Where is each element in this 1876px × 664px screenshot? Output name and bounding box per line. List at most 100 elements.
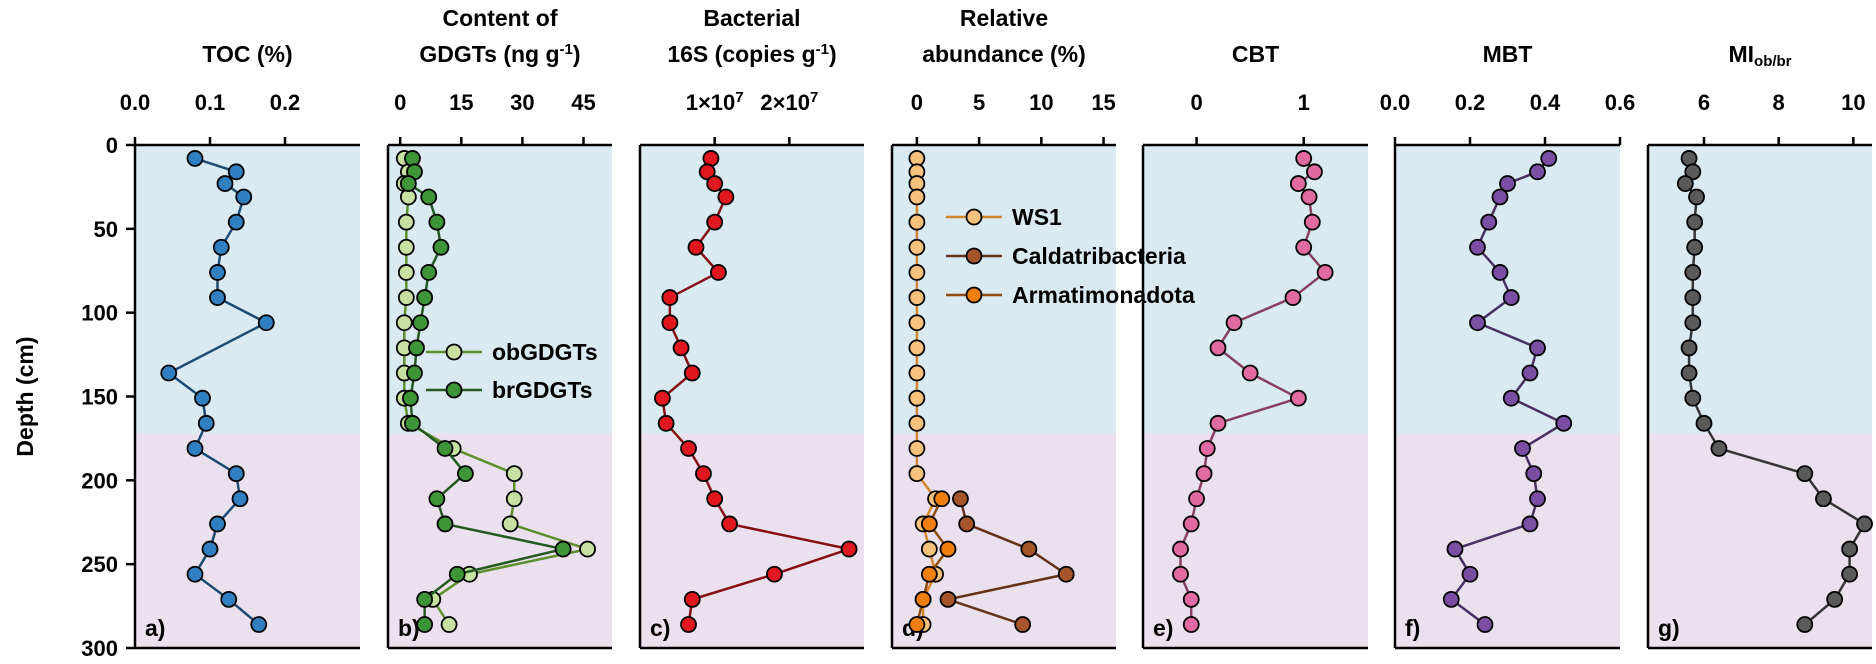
data-point bbox=[1529, 339, 1546, 357]
data-point bbox=[250, 616, 268, 633]
x-tick-label: 0.4 bbox=[1530, 90, 1561, 115]
data-point bbox=[397, 264, 415, 281]
x-tick-label: 15 bbox=[1091, 90, 1115, 115]
data-point bbox=[1684, 389, 1702, 407]
panel-letter: b) bbox=[398, 615, 420, 641]
data-point bbox=[1300, 188, 1318, 206]
data-point bbox=[1695, 414, 1713, 432]
data-point bbox=[1289, 389, 1307, 407]
data-point bbox=[420, 264, 438, 281]
data-point bbox=[1014, 616, 1032, 633]
data-point bbox=[212, 238, 230, 256]
data-point bbox=[1841, 540, 1858, 558]
data-point bbox=[908, 188, 926, 206]
data-point bbox=[1241, 364, 1259, 382]
data-point bbox=[1796, 616, 1814, 633]
data-point bbox=[1188, 490, 1205, 508]
data-point bbox=[1540, 150, 1558, 167]
depth-tick-label: 300 bbox=[81, 636, 118, 661]
data-point bbox=[1225, 314, 1243, 332]
data-point bbox=[397, 213, 415, 231]
depth-axis-label: Depth (cm) bbox=[12, 336, 38, 456]
upper-zone-band bbox=[1648, 145, 1872, 434]
data-point bbox=[160, 364, 178, 382]
data-point bbox=[1680, 364, 1698, 382]
data-point bbox=[1289, 175, 1307, 192]
data-point bbox=[661, 314, 679, 332]
data-point bbox=[908, 465, 926, 483]
data-point bbox=[1684, 289, 1702, 306]
data-point bbox=[1686, 213, 1704, 231]
x-tick-label: 0.2 bbox=[270, 90, 301, 115]
lower-zone-band bbox=[1648, 433, 1872, 648]
data-point bbox=[397, 238, 415, 256]
data-point bbox=[657, 414, 675, 432]
data-point bbox=[1182, 590, 1200, 608]
data-point bbox=[952, 490, 969, 508]
data-point bbox=[1195, 465, 1213, 483]
data-point bbox=[1476, 616, 1494, 633]
data-point bbox=[227, 465, 245, 483]
data-point bbox=[227, 213, 245, 231]
data-point bbox=[1306, 163, 1323, 181]
x-tick-label: 6 bbox=[1698, 90, 1710, 115]
panel-title-line2: 16S (copies g-1) bbox=[667, 41, 836, 68]
legend-item: WS1 bbox=[946, 204, 1062, 230]
data-point bbox=[698, 163, 716, 181]
data-point bbox=[908, 314, 926, 332]
data-point bbox=[1502, 289, 1520, 306]
x-tick-label: 5 bbox=[973, 90, 985, 115]
data-point bbox=[908, 440, 926, 457]
panel-letter: f) bbox=[1405, 615, 1420, 641]
data-point bbox=[416, 289, 434, 306]
data-point bbox=[908, 289, 926, 306]
x-tick-label: 0.1 bbox=[195, 90, 226, 115]
data-point bbox=[914, 590, 932, 608]
panel-letter: e) bbox=[1153, 615, 1173, 641]
x-tick-label: 30 bbox=[510, 90, 534, 115]
data-point bbox=[1684, 163, 1702, 181]
data-point bbox=[908, 339, 926, 357]
data-point bbox=[1686, 238, 1704, 256]
data-point bbox=[1676, 175, 1694, 192]
data-point bbox=[505, 465, 523, 483]
data-point bbox=[428, 213, 446, 231]
legend-marker bbox=[965, 247, 983, 265]
data-point bbox=[672, 339, 690, 357]
data-point bbox=[695, 465, 712, 483]
legend-marker bbox=[965, 208, 983, 226]
legend-label: obGDGTs bbox=[492, 339, 598, 365]
panel-title-line1: Bacterial bbox=[703, 5, 800, 31]
data-point bbox=[186, 150, 204, 167]
x-tick-label: 10 bbox=[1029, 90, 1053, 115]
data-point bbox=[908, 414, 926, 432]
data-point bbox=[1446, 540, 1464, 558]
data-point bbox=[209, 289, 226, 306]
upper-zone-band bbox=[1143, 145, 1368, 434]
legend-marker bbox=[445, 381, 463, 399]
data-point bbox=[908, 616, 926, 633]
panel-title-line1: Relative bbox=[960, 5, 1048, 31]
data-point bbox=[1684, 314, 1702, 332]
panel-title: CBT bbox=[1232, 41, 1279, 67]
data-point bbox=[1182, 616, 1200, 633]
data-point bbox=[1316, 264, 1334, 281]
data-point bbox=[1284, 289, 1302, 306]
data-point bbox=[840, 540, 858, 558]
data-point bbox=[436, 515, 454, 533]
data-point bbox=[1303, 213, 1321, 231]
x-tick-label: 0.0 bbox=[120, 90, 151, 115]
data-point bbox=[1525, 465, 1543, 483]
data-point bbox=[404, 414, 421, 432]
data-point bbox=[687, 238, 705, 256]
data-point bbox=[1209, 414, 1227, 432]
legend-item: Caldatribacteria bbox=[946, 243, 1186, 269]
lower-zone-band bbox=[135, 433, 360, 648]
x-tick-label: 0.0 bbox=[1380, 90, 1411, 115]
panel-title-line2: GDGTs (ng g-1) bbox=[419, 41, 580, 68]
panel-letter: c) bbox=[650, 615, 670, 641]
